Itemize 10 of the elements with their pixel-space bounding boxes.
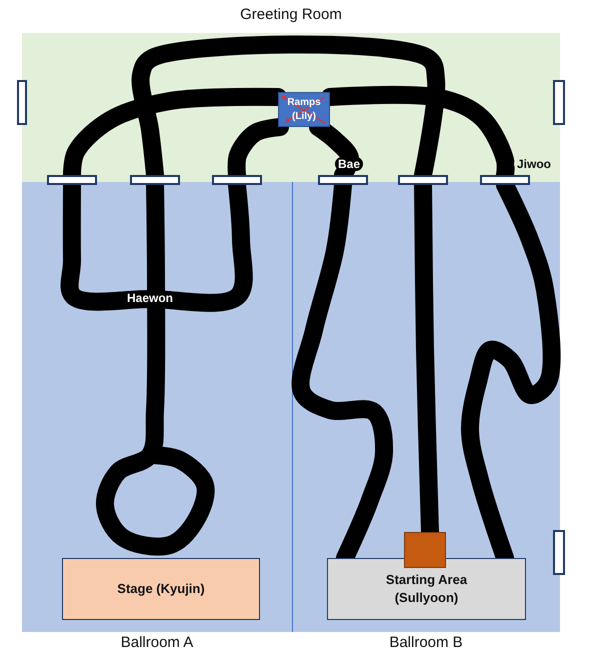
room-title: Ballroom A	[120, 634, 194, 651]
door-marker	[17, 80, 27, 125]
path-label: Bae	[335, 157, 364, 171]
stage-box: Stage (Kyujin)	[62, 558, 260, 620]
door-marker	[553, 530, 565, 575]
door-marker	[553, 80, 565, 125]
room-title: Greeting Room	[240, 6, 342, 23]
room-title: Ballroom B	[389, 634, 463, 651]
starting-area-box: Starting Area (Sullyoon)	[327, 558, 526, 620]
crate-box	[404, 532, 446, 568]
